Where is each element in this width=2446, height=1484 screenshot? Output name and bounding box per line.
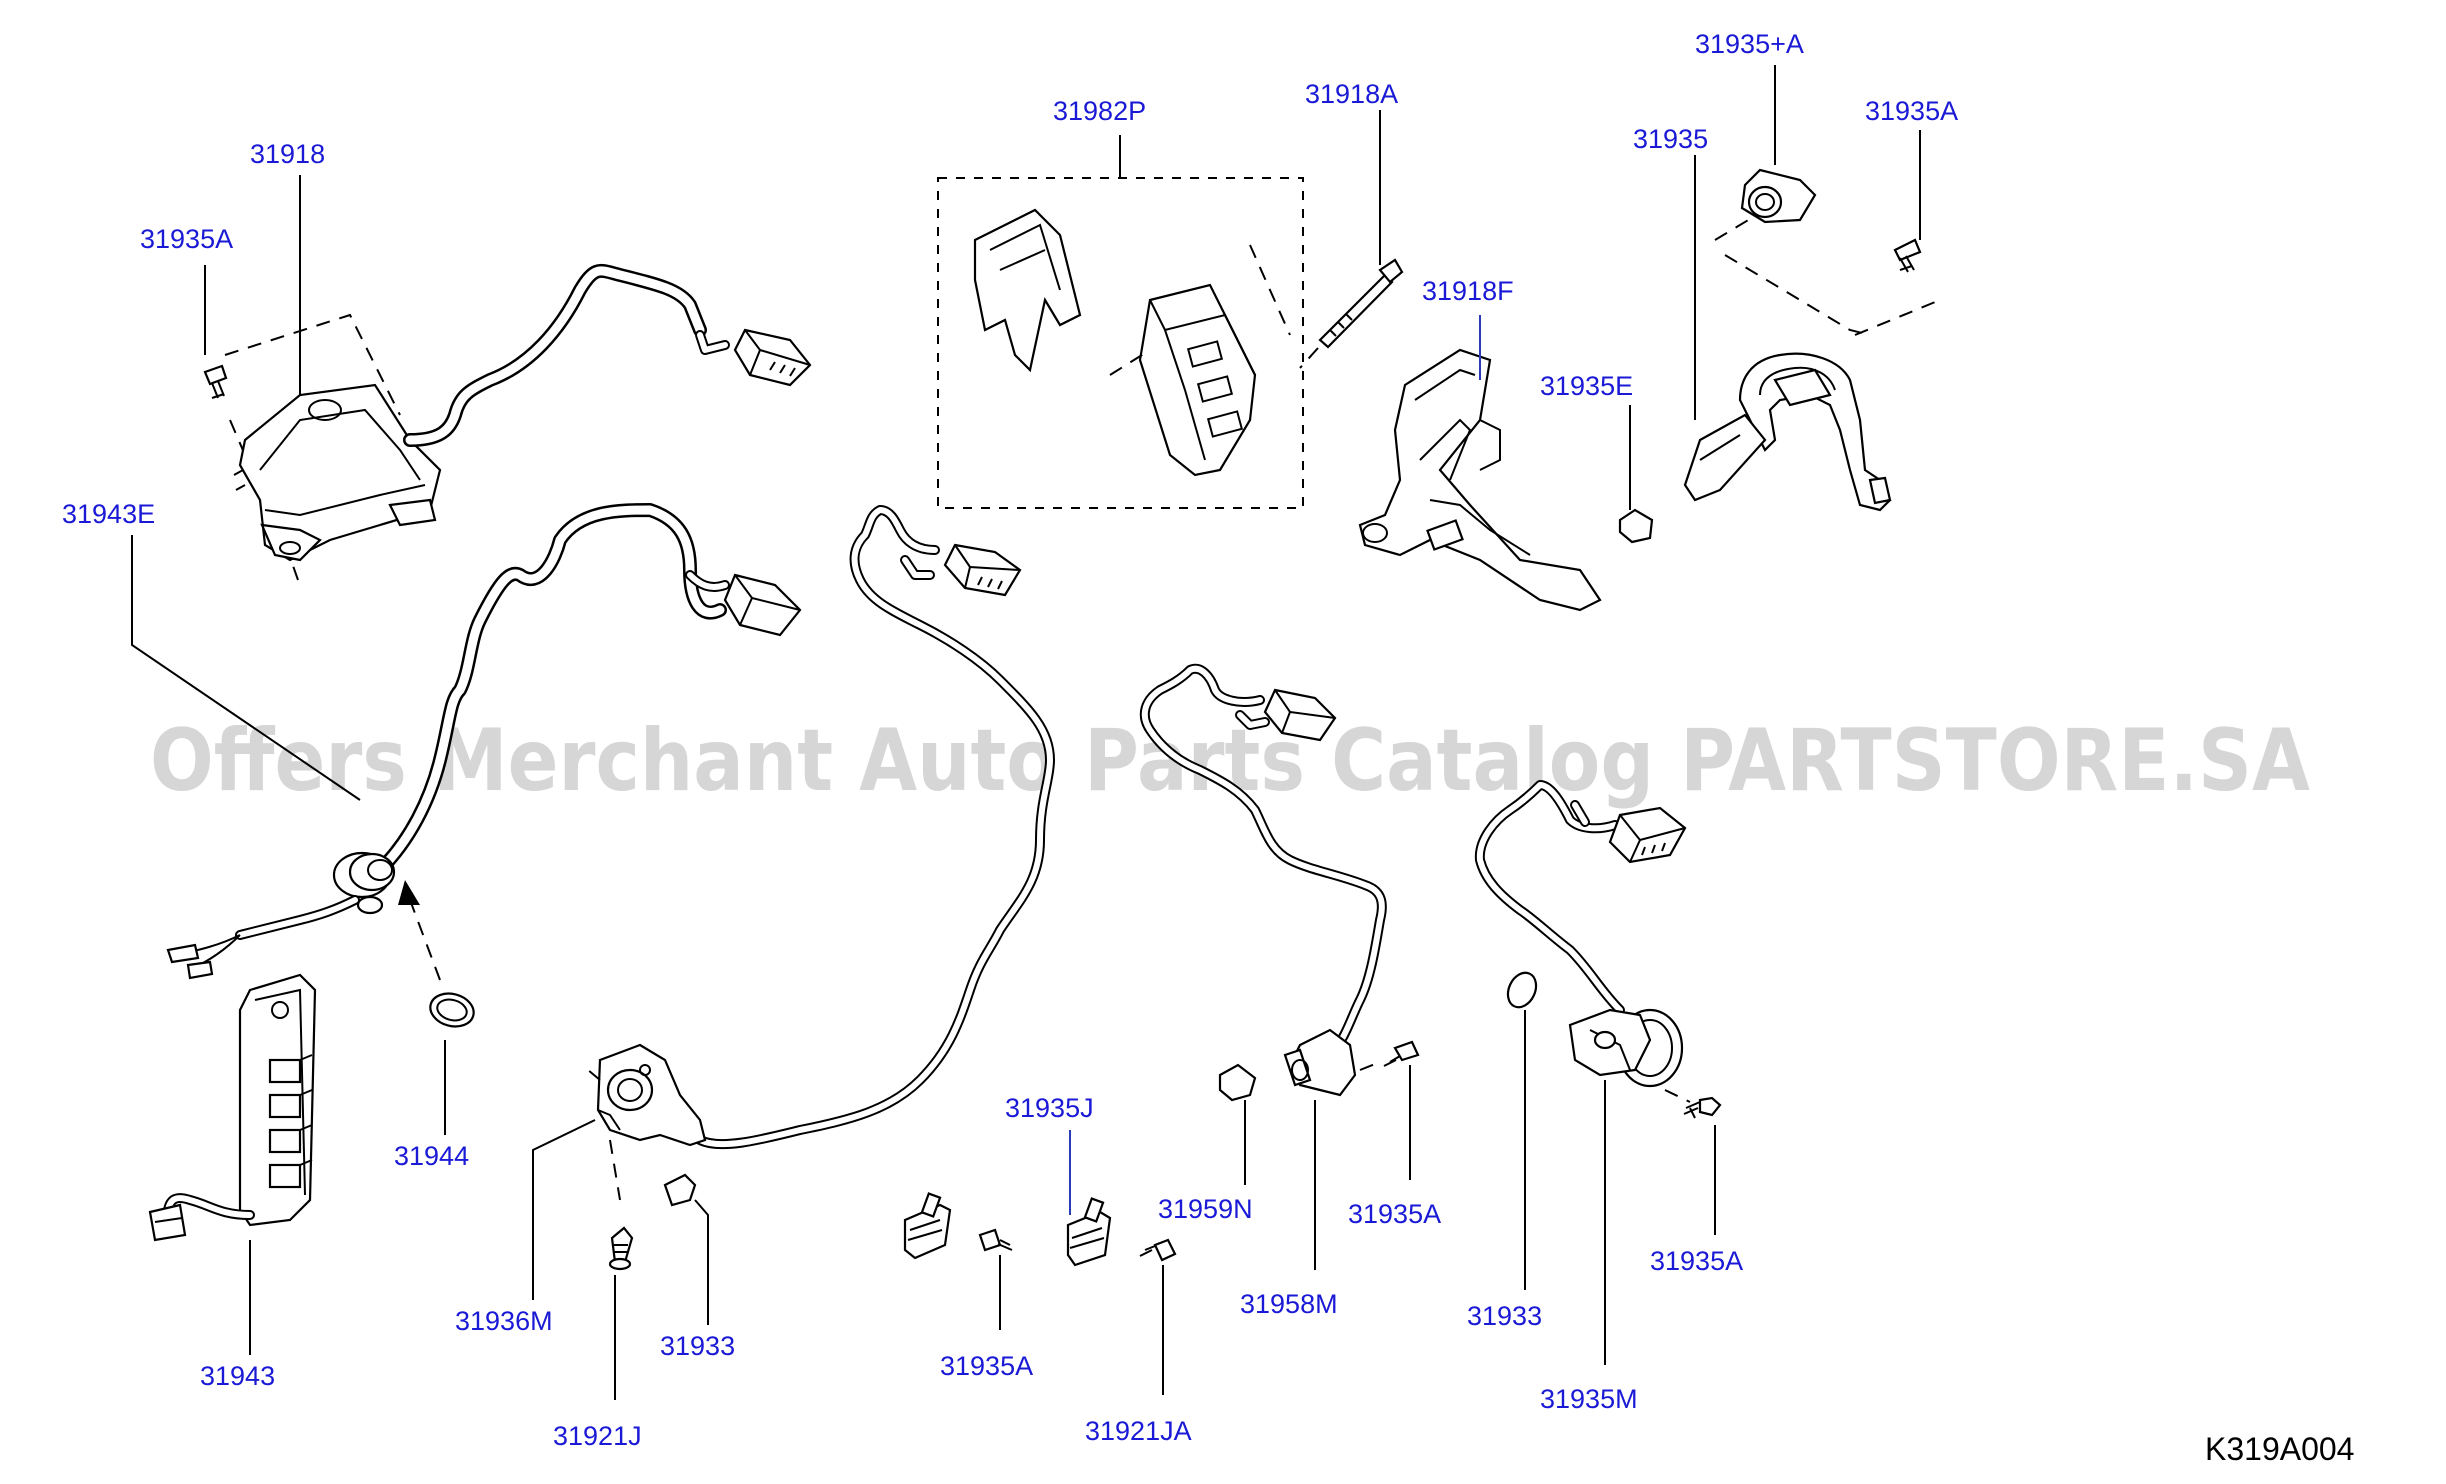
label-31943e[interactable]: 31943E <box>62 499 155 529</box>
clip-right <box>1066 1197 1112 1267</box>
sensor-31935m-drawing <box>1474 780 1722 1119</box>
inhibitor-switch-drawing <box>203 263 812 581</box>
label-31982p[interactable]: 31982P <box>1053 96 1146 126</box>
lever-31935-drawing <box>1683 168 1941 512</box>
clip-31935j-drawing <box>903 1192 1177 1267</box>
connector-sensor-31935m <box>1608 806 1687 864</box>
label-31921ja[interactable]: 31921JA <box>1085 1416 1192 1446</box>
screw-31935a-right <box>1683 1096 1722 1119</box>
label-31933-right[interactable]: 31933 <box>1467 1301 1542 1331</box>
label-31935a-mid[interactable]: 31935A <box>1348 1199 1441 1229</box>
grommet <box>332 851 396 915</box>
label-31935-plus-a[interactable]: 31935+A <box>1695 29 1804 59</box>
screw-31935a-mid <box>1383 1040 1420 1067</box>
screw-31935a-topright <box>1893 238 1922 273</box>
label-31918f[interactable]: 31918F <box>1422 276 1514 306</box>
part-labels: 31918 31935A 31943E 31944 31943 31936M 3… <box>62 29 1958 1451</box>
screw-31921ja <box>1139 1238 1177 1262</box>
label-31935e[interactable]: 31935E <box>1540 371 1633 401</box>
connector-sensor-31958m <box>1263 688 1337 742</box>
label-31933-left[interactable]: 31933 <box>660 1331 735 1361</box>
main-harness-drawing <box>148 503 802 1242</box>
kit-31982p-drawing <box>937 177 1304 509</box>
label-31918[interactable]: 31918 <box>250 139 325 169</box>
o-ring-31944 <box>429 992 475 1028</box>
label-31935j[interactable]: 31935J <box>1005 1093 1094 1123</box>
sensor-31958m-drawing <box>1139 663 1420 1102</box>
cap-31935-plus-a <box>1740 168 1817 224</box>
label-31935a-bottom-center[interactable]: 31935A <box>940 1351 1033 1381</box>
bracket-31918f-drawing <box>1358 348 1602 612</box>
label-31959n[interactable]: 31959N <box>1158 1194 1253 1224</box>
label-31935m[interactable]: 31935M <box>1540 1384 1638 1414</box>
seal-31935e <box>1618 508 1654 544</box>
speed-sensor-31936m <box>596 1043 707 1147</box>
connector-harness-upper <box>723 573 802 637</box>
label-31921j[interactable]: 31921J <box>553 1421 642 1451</box>
leader-lines <box>131 65 1921 1400</box>
diagram-code: K319A004 <box>2205 1431 2354 1467</box>
label-31935[interactable]: 31935 <box>1633 124 1708 154</box>
label-31935a-topleft[interactable]: 31935A <box>140 224 233 254</box>
label-31936m[interactable]: 31936M <box>455 1306 553 1336</box>
connector-center-top <box>943 543 1022 597</box>
screw-31935a-bottom <box>978 1228 1013 1252</box>
bolt-31921j <box>608 1226 634 1271</box>
seal-31933-left <box>663 1173 697 1207</box>
sensor-harness-31936m-drawing <box>587 505 1055 1271</box>
connector-topleft <box>733 328 812 387</box>
label-31918a[interactable]: 31918A <box>1305 79 1398 109</box>
label-31935a-right[interactable]: 31935A <box>1650 1246 1743 1276</box>
seal-31959n <box>1218 1063 1257 1102</box>
clip-left <box>903 1192 952 1260</box>
bolt-31918a-drawing <box>1299 258 1404 369</box>
label-31943[interactable]: 31943 <box>200 1361 275 1391</box>
label-31958m[interactable]: 31958M <box>1240 1289 1338 1319</box>
label-31935a-topright[interactable]: 31935A <box>1865 96 1958 126</box>
watermark-text: Offers Merchant Auto Parts Catalog PARTS… <box>150 711 2310 811</box>
o-ring-31933-right <box>1506 971 1538 1009</box>
harness-bracket-31943 <box>148 973 317 1242</box>
label-31944[interactable]: 31944 <box>394 1141 469 1171</box>
bolt-31935a-topleft <box>203 364 228 399</box>
